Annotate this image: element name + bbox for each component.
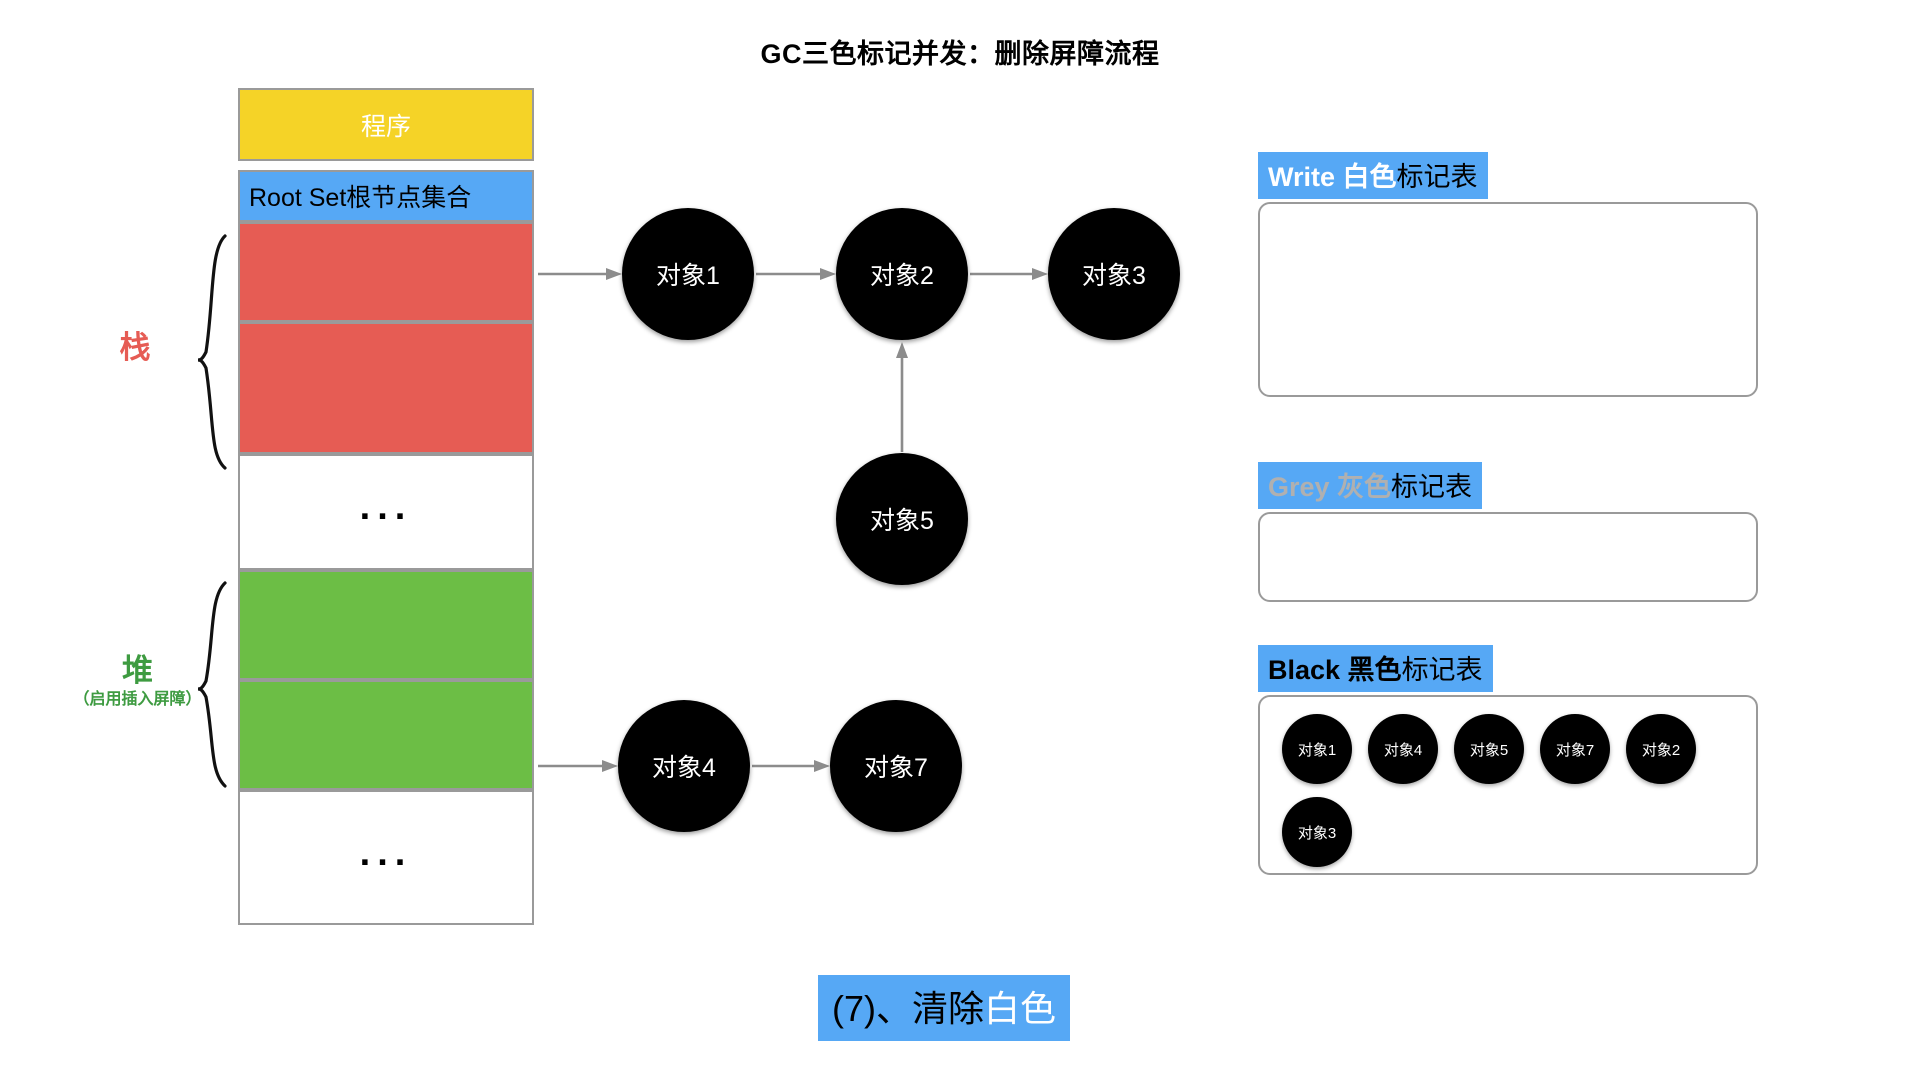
ellipsis-dots: ...: [359, 831, 413, 874]
node-obj2[interactable]: 对象2: [836, 208, 968, 340]
black-table-header: Black 黑色标记表: [1258, 645, 1493, 692]
node-obj5-label: 对象5: [870, 507, 934, 535]
memory-cell-program: 程序: [238, 88, 534, 161]
step-caption-prefix: (7)、清除: [832, 988, 984, 1029]
black-table-row-2: 对象3: [1282, 797, 1352, 867]
black-chip[interactable]: 对象5: [1454, 714, 1524, 784]
node-obj7-label: 对象7: [864, 754, 928, 782]
edge-obj4-to-obj7: [752, 760, 830, 772]
node-obj3-label: 对象3: [1082, 262, 1146, 290]
edge-root-to-obj1: [538, 268, 622, 280]
node-obj2-label: 对象2: [870, 262, 934, 290]
node-obj7[interactable]: 对象7: [830, 700, 962, 832]
stack-label: 栈: [119, 330, 151, 365]
memory-cell-root-set: Root Set根节点集合: [238, 170, 534, 222]
black-table-header-rest: 标记表: [1401, 655, 1483, 685]
memory-cell-program-label: 程序: [360, 112, 411, 141]
grey-table-header-bold: Grey 灰色: [1268, 472, 1392, 502]
grey-table-header: Grey 灰色标记表: [1258, 462, 1483, 509]
black-table-body: 对象1 对象4 对象5 对象7 对象2 对象3: [1258, 695, 1758, 875]
node-obj5[interactable]: 对象5: [836, 453, 968, 585]
stack-ellipsis-cell: ...: [238, 454, 534, 570]
node-obj4[interactable]: 对象4: [618, 700, 750, 832]
heap-ellipsis-cell: ...: [238, 790, 534, 925]
white-table-header: Write 白色标记表: [1258, 152, 1488, 199]
white-table-header-bold: Write 白色: [1268, 162, 1397, 192]
stack-slot-1: [238, 222, 534, 322]
memory-cell-root-set-label: Root Set根节点集合: [249, 184, 472, 212]
edge-obj1-to-obj2: [756, 268, 836, 280]
black-chip[interactable]: 对象2: [1626, 714, 1696, 784]
black-chip[interactable]: 对象4: [1368, 714, 1438, 784]
heap-slot-2: [238, 680, 534, 790]
page-title: GC三色标记并发：删除屏障流程: [760, 39, 1160, 69]
node-obj1[interactable]: 对象1: [622, 208, 754, 340]
stack-slot-2: [238, 322, 534, 454]
edge-heap-to-obj4: [538, 760, 618, 772]
black-table-header-bold: Black 黑色: [1268, 655, 1402, 685]
node-obj1-label: 对象1: [656, 262, 720, 290]
heap-slot-1: [238, 570, 534, 680]
edge-obj2-to-obj3: [970, 268, 1048, 280]
black-chip[interactable]: 对象3: [1282, 797, 1352, 867]
black-chip[interactable]: 对象1: [1282, 714, 1352, 784]
heap-label-group: 堆 （启用插入屏障）: [40, 653, 235, 711]
step-caption-highlight: 白色: [984, 988, 1057, 1029]
edge-obj5-to-obj2: [896, 342, 908, 452]
node-obj4-label: 对象4: [652, 754, 716, 782]
ellipsis-dots: ...: [359, 486, 413, 529]
node-obj3[interactable]: 对象3: [1048, 208, 1180, 340]
step-caption: (7)、清除白色: [818, 975, 1071, 1041]
black-table-row-1: 对象1 对象4 对象5 对象7 对象2: [1282, 714, 1696, 784]
grey-table-header-rest: 标记表: [1391, 472, 1473, 502]
white-table-body: [1258, 202, 1758, 397]
grey-table-body: [1258, 512, 1758, 602]
heap-label: 堆: [122, 653, 153, 688]
heap-sublabel: （启用插入屏障）: [73, 690, 202, 708]
white-table-header-rest: 标记表: [1396, 162, 1478, 192]
black-chip[interactable]: 对象7: [1540, 714, 1610, 784]
